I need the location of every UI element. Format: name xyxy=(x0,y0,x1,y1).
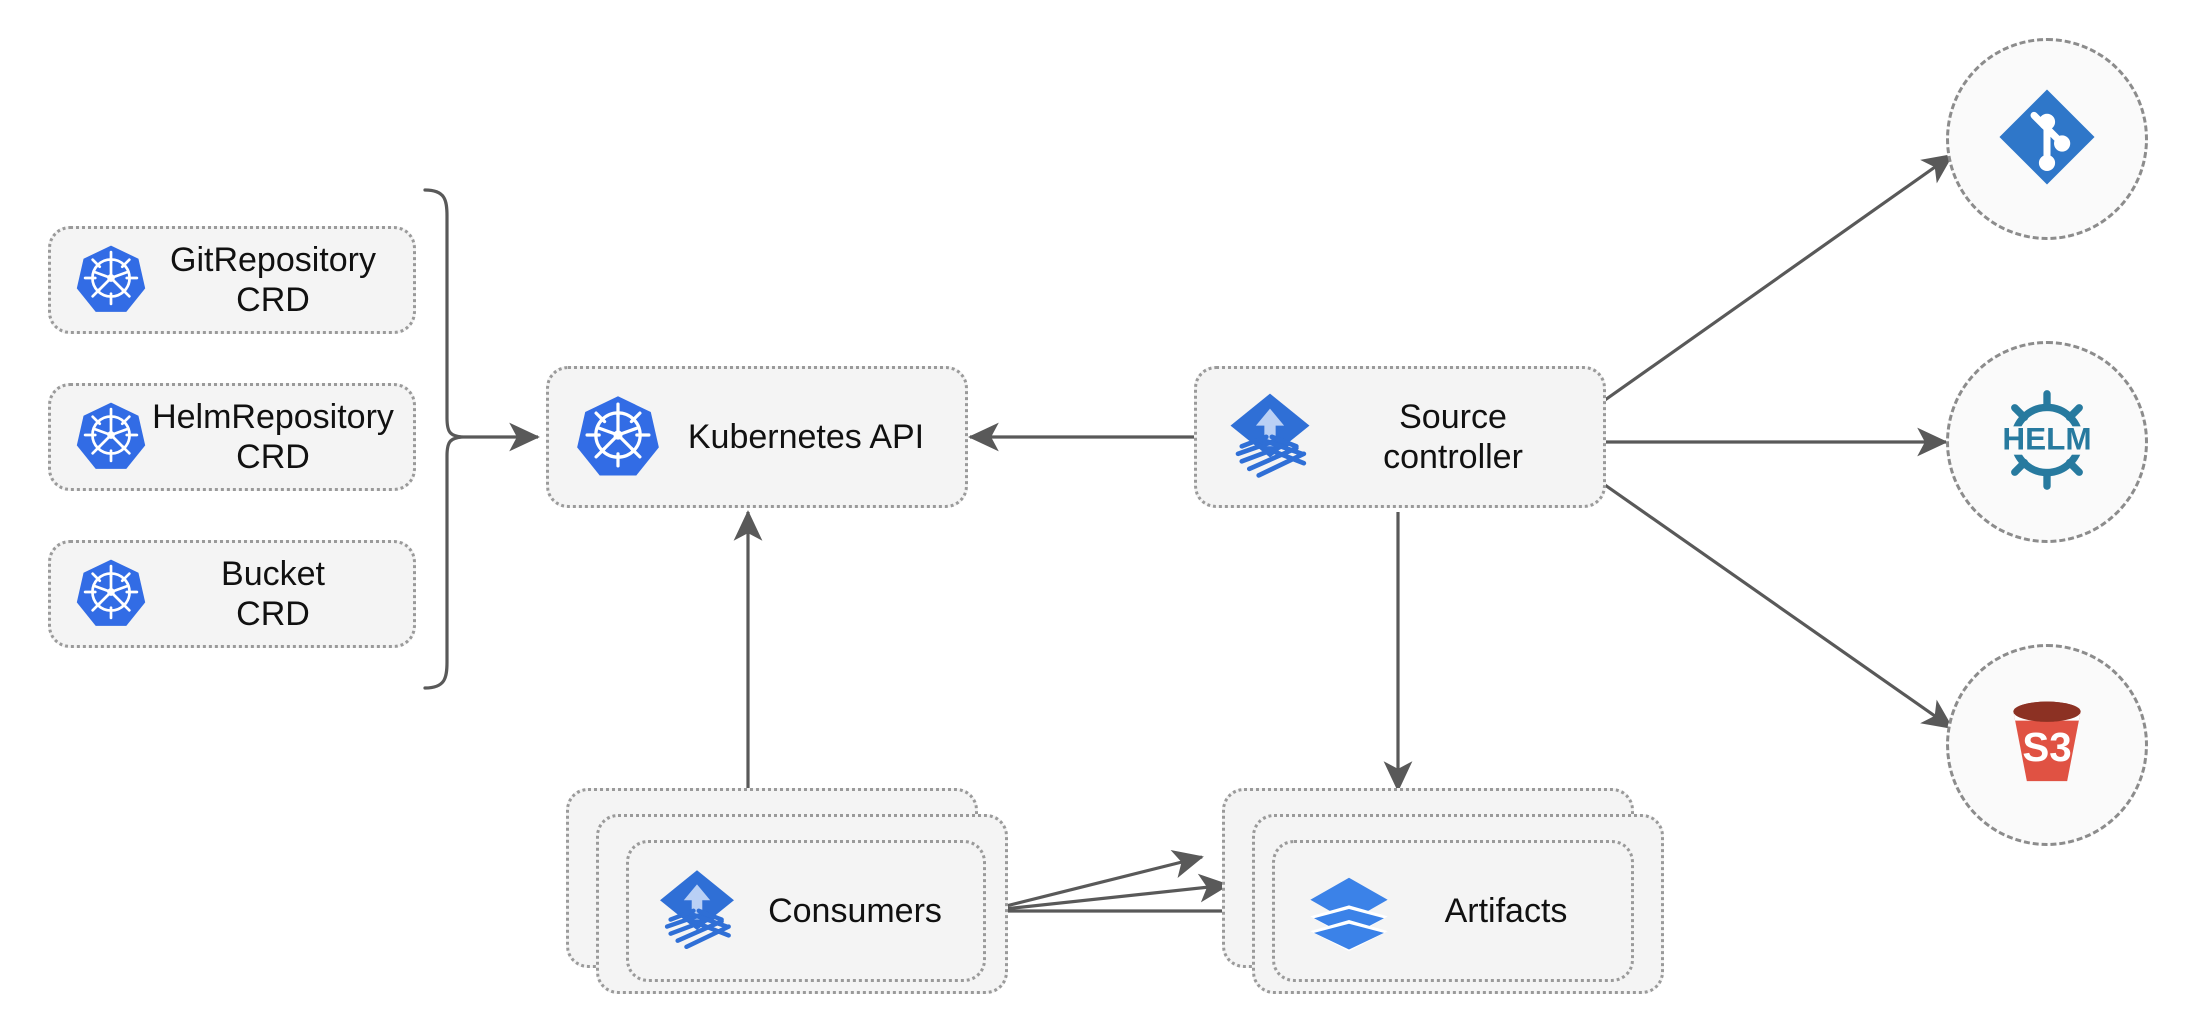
edge-source-to-git xyxy=(1604,153,1954,402)
source-circle-git[interactable] xyxy=(1946,38,2148,240)
flux-icon xyxy=(653,865,741,958)
flux-icon xyxy=(1223,388,1317,487)
node-source-controller[interactable]: Source controller xyxy=(1194,366,1606,508)
node-label: Artifacts xyxy=(1444,891,1568,930)
node-consumers[interactable]: Consumers xyxy=(626,840,986,982)
node-artifacts[interactable]: Artifacts xyxy=(1272,840,1634,982)
node-label: Kubernetes API xyxy=(687,417,925,456)
node-kubernetes-api[interactable]: Kubernetes API xyxy=(546,366,968,508)
kubernetes-icon xyxy=(75,399,147,476)
node-label: Consumers xyxy=(768,891,942,930)
helm-icon: HELM xyxy=(1984,377,2110,508)
source-circle-helm[interactable]: HELM xyxy=(1946,341,2148,543)
s3-bucket-icon: S3 xyxy=(1991,687,2103,804)
crd-card-label: HelmRepository CRD xyxy=(152,397,394,476)
kubernetes-icon xyxy=(75,556,147,633)
edge-consumers-to-artifacts-mid xyxy=(985,873,1230,913)
crd-group-bracket xyxy=(423,188,464,690)
source-circle-s3[interactable]: S3 xyxy=(1946,644,2148,846)
helm-wordmark: HELM xyxy=(2002,420,2091,456)
kubernetes-icon xyxy=(75,242,147,319)
edge-consumers-to-artifacts-top xyxy=(985,850,1204,913)
layers-icon xyxy=(1303,863,1395,960)
crd-card-label: Bucket CRD xyxy=(221,554,325,633)
edge-source-to-s3 xyxy=(1604,483,1954,730)
s3-wordmark: S3 xyxy=(2022,723,2071,769)
crd-card-helmrepository[interactable]: HelmRepository CRD xyxy=(48,383,416,491)
kubernetes-icon xyxy=(575,392,661,483)
crd-card-gitrepository[interactable]: GitRepository CRD xyxy=(48,226,416,334)
node-label: Source controller xyxy=(1383,397,1523,476)
git-icon xyxy=(1993,83,2101,196)
crd-card-label: GitRepository CRD xyxy=(170,240,376,319)
crd-card-bucket[interactable]: Bucket CRD xyxy=(48,540,416,648)
